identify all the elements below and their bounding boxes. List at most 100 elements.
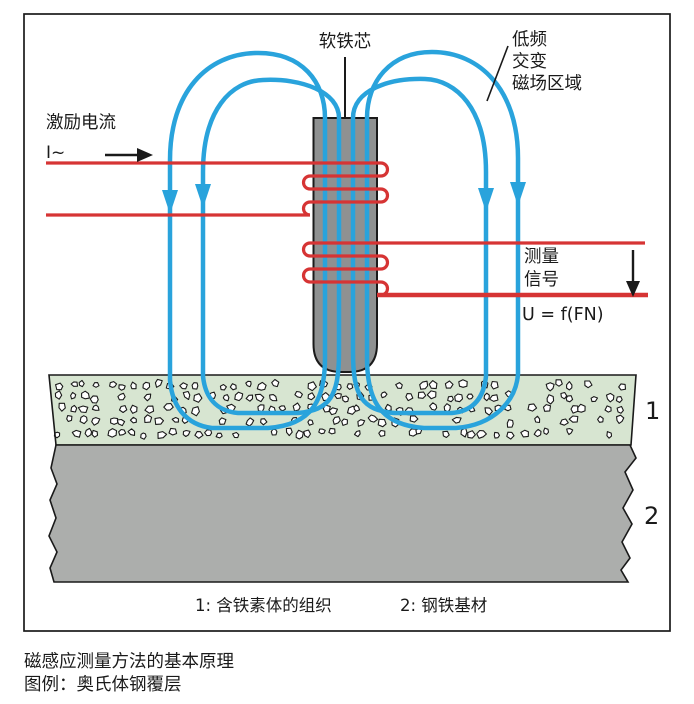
pebble-icon (565, 395, 574, 403)
pebble-icon (483, 392, 490, 402)
pebble-icon (193, 393, 203, 403)
pebble-icon (380, 391, 388, 399)
pebble-icon (428, 380, 438, 390)
measurement-label-line2: 信号 (524, 270, 559, 290)
pebble-icon (616, 405, 624, 414)
pebble-icon (328, 407, 339, 416)
pebble-icon (328, 427, 336, 435)
pebble-icon (232, 431, 240, 439)
pebble-icon (127, 428, 136, 436)
substrate-layer-number: 2 (644, 502, 659, 530)
field-line-right-inner (350, 76, 489, 416)
field-lines-group (167, 49, 521, 431)
pebble-icon (130, 381, 137, 390)
field-arrow-right-inner-icon (478, 188, 494, 212)
pebble-icon (117, 392, 126, 401)
pebble-icon (77, 405, 89, 414)
pebble-icon (493, 431, 501, 439)
pebble-icon (154, 378, 163, 388)
field-line-right-outer (364, 49, 521, 431)
pebble-icon (597, 415, 604, 423)
pebble-icon (426, 390, 437, 400)
pebble-icon (346, 383, 354, 390)
pebble-icon (71, 429, 82, 438)
pebble-icon (490, 380, 499, 390)
pebble-icon (70, 391, 77, 400)
pebble-icon (55, 382, 64, 391)
pebble-icon (256, 381, 267, 391)
pebble-icon (476, 429, 487, 439)
diagram-frame (23, 13, 671, 632)
figure-caption-line2: 图例：奥氏体钢覆层 (24, 675, 182, 695)
pebble-icon (191, 406, 200, 417)
pebble-icon (270, 428, 278, 436)
pebble-icon (245, 380, 252, 388)
pebble-icon (584, 380, 593, 389)
field-region-label-line2: 交变 (512, 52, 547, 72)
pebble-icon (245, 394, 254, 402)
pebble-icon (443, 403, 451, 413)
pebble-icon (179, 382, 188, 390)
pebble-icon (546, 394, 555, 405)
pebble-icon (171, 416, 179, 423)
pebble-icon (444, 380, 454, 389)
pebble-icon (295, 429, 304, 440)
pebble-icon (384, 403, 392, 412)
pebble-icon (70, 381, 79, 387)
pebble-icon (91, 429, 99, 438)
pebble-icon (506, 419, 514, 428)
pebble-icon (409, 415, 419, 423)
pebble-icon (118, 428, 127, 436)
pebble-icon (118, 384, 126, 391)
pebble-icon (429, 402, 438, 411)
pebble-icon (245, 417, 255, 427)
pebble-icon (566, 428, 574, 436)
pebble-icon (605, 392, 615, 403)
pebble-icon (419, 380, 429, 390)
annotation-arrowheads (137, 148, 640, 297)
pebble-icon (568, 415, 579, 423)
pebble-icon (417, 391, 427, 399)
pebble-icon (489, 394, 499, 402)
pebble-icon (357, 419, 366, 427)
pebble-icon (269, 394, 278, 402)
pebble-icon (129, 416, 137, 424)
pebble-icon (294, 390, 303, 399)
pebble-icon (543, 427, 550, 435)
coating-layer-border (48, 374, 637, 446)
pebble-icon (140, 432, 147, 440)
pebble-icon (559, 418, 569, 426)
pebble-icon (92, 382, 100, 388)
signal-direction-arrow-icon (626, 281, 640, 297)
pebble-icon (307, 419, 314, 426)
pebble-icon (144, 414, 153, 424)
pebble-icon (66, 415, 73, 423)
pebble-icon (285, 427, 293, 437)
pebble-icon (143, 393, 152, 402)
pebble-icon (70, 404, 78, 413)
pebble-icon (182, 429, 191, 438)
pebble-icon (215, 432, 223, 439)
pebble-icon (116, 418, 126, 427)
pebble-icon (307, 381, 317, 392)
field-arrowheads (162, 182, 526, 214)
pebble-icon (332, 416, 341, 425)
pebble-icon (91, 404, 100, 411)
soft-iron-core-body (312, 117, 378, 373)
substrate-layer (48, 444, 637, 583)
pebble-icon (367, 414, 379, 423)
signal-formula-label: U = f(FN) (522, 305, 604, 325)
pebble-icon (447, 395, 454, 403)
pebble-icon (254, 393, 265, 403)
pebble-icon (110, 417, 119, 425)
pebble-icon (107, 428, 118, 438)
excitation-coil (46, 161, 390, 217)
pebble-icon (89, 395, 99, 404)
pebble-icon (458, 379, 468, 388)
pebble-icon (154, 417, 165, 425)
field-region-leader-line (486, 45, 509, 102)
pebble-icon (191, 382, 199, 390)
field-line-left-outer (167, 50, 328, 431)
figure-caption-line1: 磁感应测量方法的基本原理 (24, 652, 234, 672)
pebble-icon (84, 427, 93, 438)
